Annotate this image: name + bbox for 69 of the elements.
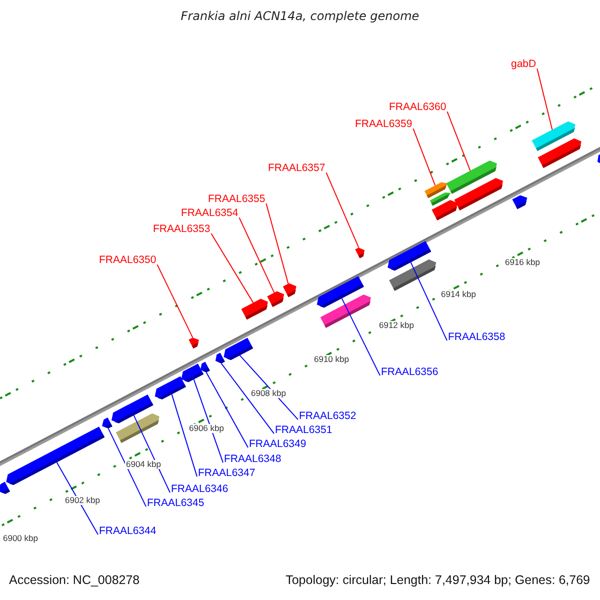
gene-label: FRAAL6355 — [208, 194, 266, 206]
gene-label: FRAAL6344 — [99, 526, 156, 538]
gene-label: FRAAL6347 — [198, 468, 256, 480]
scale-label: 6912 kbp — [378, 321, 415, 330]
gene-label: FRAAL6348 — [224, 454, 282, 466]
gene-label: FRAAL6358 — [448, 332, 506, 344]
accession-text: Accession: NC_008278 — [9, 574, 140, 588]
gene-block — [241, 298, 268, 320]
gene-block — [538, 138, 582, 168]
scale-label: 6900 kbp — [2, 534, 39, 544]
gene-label: FRAAL6353 — [153, 224, 210, 236]
leader-line — [412, 128, 436, 186]
genome-summary-text: Topology: circular; Length: 7,497,934 bp; Genes: 6,769 — [286, 574, 590, 588]
gene-block — [267, 291, 284, 308]
leader-line — [210, 233, 254, 304]
gene-block — [6, 426, 105, 486]
scale-label: 6916 kbp — [504, 258, 541, 268]
leader-line — [220, 362, 274, 434]
title: Frankia alni ACN14a, complete genome — [180, 10, 420, 24]
gene-block — [154, 376, 186, 400]
gene-block — [188, 338, 199, 349]
leader-line — [341, 298, 380, 376]
scale-label: 6908 kbp — [250, 389, 287, 398]
leader-line — [410, 262, 448, 342]
gene-block — [215, 352, 225, 364]
leader-line — [171, 394, 198, 478]
gene-label: FRAAL6357 — [268, 163, 326, 175]
gene-label: gabD — [511, 59, 536, 71]
leader-line — [156, 264, 194, 338]
gene-block — [102, 417, 112, 428]
gene-label: FRAAL6350 — [99, 255, 156, 267]
gene-block — [512, 195, 528, 210]
gene-label: FRAAL6351 — [275, 425, 332, 437]
leader-line — [446, 111, 471, 172]
scale-label: 6914 kbp — [440, 290, 477, 300]
gene-label: FRAAL6356 — [381, 367, 438, 379]
leader-line — [266, 203, 289, 284]
leader-line — [206, 372, 248, 448]
gene-block — [432, 200, 458, 220]
gene-label: FRAAL6345 — [147, 498, 204, 510]
scale-label: 6910 kbp — [313, 355, 350, 364]
gene-label: FRAAL6360 — [389, 102, 446, 114]
gene-block — [200, 362, 210, 372]
gene-label: FRAAL6346 — [171, 484, 228, 496]
gene-label: FRAAL6349 — [249, 439, 306, 451]
leader-line — [326, 172, 360, 248]
gene-block — [224, 338, 254, 360]
gene-block — [389, 259, 436, 291]
gene-label: FRAAL6359 — [355, 119, 412, 131]
gene-label: FRAAL6352 — [299, 411, 356, 423]
gene-block — [454, 178, 504, 210]
leader-line — [133, 414, 170, 494]
scale-label: 6904 kbp — [125, 460, 162, 470]
gene-block — [355, 248, 365, 258]
gene-label: FRAAL6354 — [181, 208, 238, 220]
scale-label: 6906 kbp — [188, 424, 225, 434]
gene-block — [116, 413, 160, 443]
gene-block — [0, 482, 10, 494]
gene-block — [597, 153, 600, 165]
leader-line — [108, 428, 146, 508]
leader-line — [238, 217, 275, 294]
gene-block — [282, 283, 296, 298]
leader-line — [239, 354, 298, 420]
leader-line — [536, 68, 553, 130]
gene-block — [181, 364, 204, 382]
leader-line — [56, 462, 98, 536]
gene-block — [320, 294, 371, 328]
leader-line — [193, 378, 224, 464]
scale-label: 6902 kbp — [64, 496, 101, 506]
